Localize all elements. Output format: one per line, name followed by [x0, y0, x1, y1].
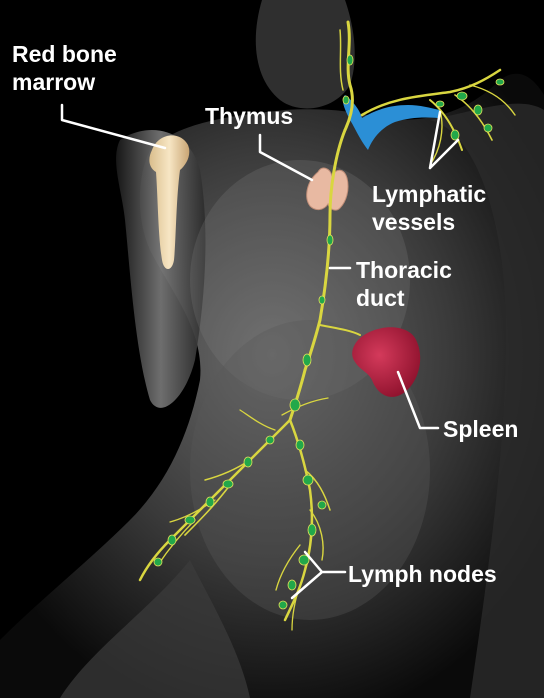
label-lymph-nodes: Lymph nodes	[348, 560, 497, 588]
label-spleen: Spleen	[443, 415, 518, 443]
label-thymus: Thymus	[205, 102, 293, 130]
label-lymphatic-vessels: Lymphatic vessels	[372, 180, 512, 236]
label-red-bone-marrow: Red bone marrow	[12, 40, 132, 96]
label-thoracic-duct: Thoracic duct	[356, 256, 486, 312]
